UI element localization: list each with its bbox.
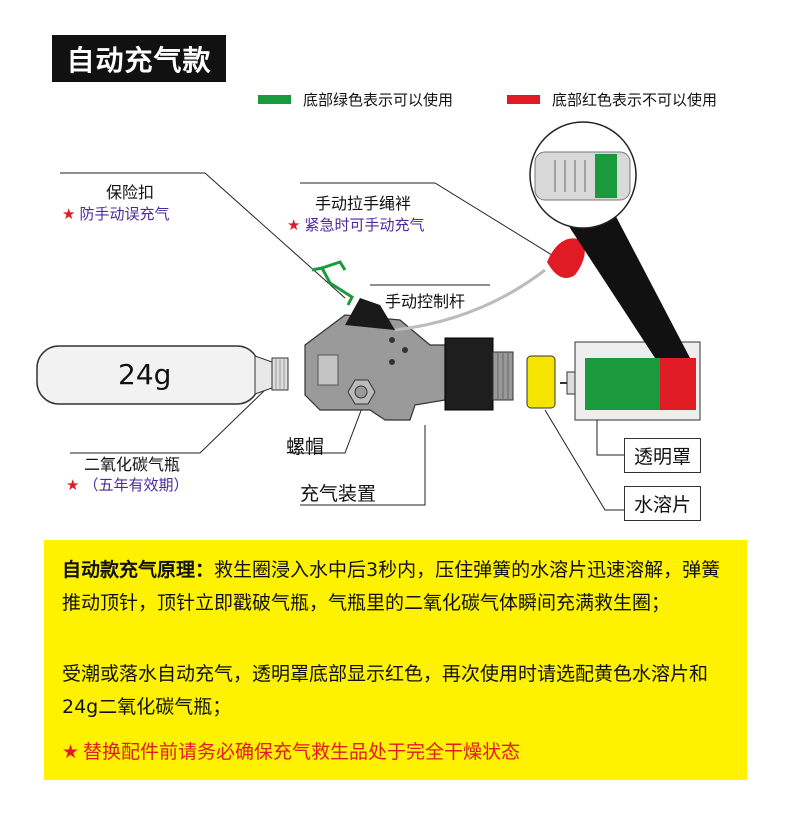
cylinder-label: 二氧化碳气瓶 bbox=[84, 455, 181, 474]
star-icon: ★ bbox=[62, 741, 80, 763]
principle-heading: 自动款充气原理： bbox=[62, 559, 215, 581]
pull-lanyard-label: 手动拉手绳袢 bbox=[315, 194, 412, 213]
principle-paragraph-2: 受潮或落水自动充气，透明罩底部显示红色，再次使用时请选配黄色水溶片和24g二氧化… bbox=[62, 663, 709, 718]
yellow-water-tablet bbox=[526, 355, 556, 409]
pull-lanyard-note: ★紧急时可手动充气 bbox=[287, 216, 425, 234]
lever-label: 手动控制杆 bbox=[385, 292, 466, 311]
cap-label: 螺帽 bbox=[286, 436, 325, 458]
red-swatch bbox=[507, 95, 540, 104]
device-diagram bbox=[36, 121, 701, 511]
principle-paragraph-1: 自动款充气原理：救生圈浸入水中后3秒内，压住弹簧的水溶片迅速溶解，弹簧推动顶针，… bbox=[62, 554, 732, 620]
green-swatch bbox=[258, 95, 291, 104]
safety-buckle-note: ★防手动误充气 bbox=[62, 205, 170, 223]
principle-text: 救生圈浸入水中后3秒内，压住弹簧的水溶片迅速溶解，弹簧推动顶针，顶针立即戳破气瓶… bbox=[62, 559, 721, 614]
lanyard-handle bbox=[547, 238, 585, 279]
leader-safety bbox=[60, 172, 346, 299]
page-title: 自动充气款 bbox=[52, 35, 226, 82]
cylinder-note: ★（五年有效期） bbox=[66, 476, 189, 494]
warning-text: 替换配件前请务必确保充气救生品处于完全干燥状态 bbox=[83, 741, 521, 763]
water-tablet-label: 水溶片 bbox=[624, 486, 701, 521]
zoom-pointer bbox=[555, 205, 690, 358]
inflator-port bbox=[317, 354, 339, 386]
warning-line: ★替换配件前请务必确保充气救生品处于完全干燥状态 bbox=[62, 737, 520, 764]
safety-clip bbox=[311, 266, 354, 306]
lanyard-cord bbox=[394, 268, 546, 332]
leader-cover bbox=[596, 420, 624, 456]
principle-panel bbox=[44, 540, 747, 780]
legend-red: 底部红色表示不可以使用 bbox=[507, 89, 717, 110]
inflator-body bbox=[304, 314, 446, 421]
star-icon: ★ bbox=[62, 205, 76, 223]
leader-cylinder bbox=[70, 389, 266, 454]
cover-red-part bbox=[660, 358, 696, 410]
safety-buckle-label: 保险扣 bbox=[106, 183, 155, 202]
legend-green: 底部绿色表示可以使用 bbox=[258, 89, 453, 110]
transparent-cover-label: 透明罩 bbox=[624, 438, 701, 473]
leader-lanyard bbox=[300, 182, 561, 261]
legend-green-text: 底部绿色表示可以使用 bbox=[303, 91, 454, 109]
zoom-green-indicator bbox=[595, 154, 617, 198]
cover-green-part bbox=[585, 358, 663, 410]
legend-red-text: 底部红色表示不可以使用 bbox=[552, 91, 718, 109]
cylinder-neck bbox=[254, 355, 273, 395]
cylinder-weight: 24g bbox=[118, 358, 172, 391]
black-band bbox=[444, 337, 494, 411]
leader-tablet bbox=[544, 409, 624, 511]
star-icon: ★ bbox=[66, 476, 80, 494]
leader-inflator bbox=[300, 425, 426, 506]
star-icon: ★ bbox=[287, 216, 301, 234]
leader-cap bbox=[290, 399, 366, 454]
inflator-label: 充气装置 bbox=[300, 483, 377, 505]
control-lever bbox=[345, 298, 395, 330]
